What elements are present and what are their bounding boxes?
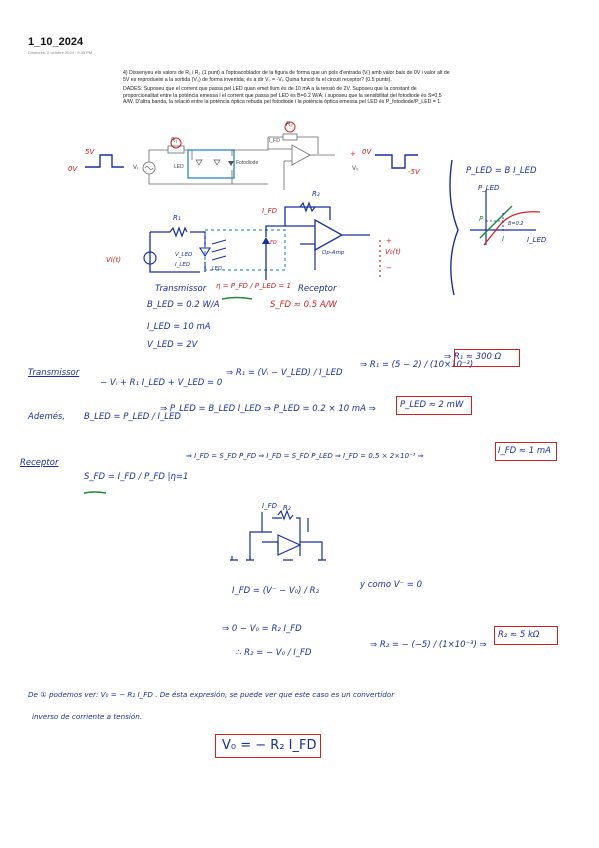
- eta-underline: [221, 296, 253, 300]
- vi-label: Vᵢ: [133, 165, 138, 171]
- graph-formula: P_LED = B I_LED: [466, 166, 537, 176]
- in-low-label: 0V: [68, 165, 78, 173]
- graph-slope: B=0.2: [508, 221, 524, 227]
- r1-label: R₁: [171, 138, 178, 144]
- s2-vled: V_LED: [175, 252, 193, 258]
- s2-fd: FD: [270, 240, 277, 246]
- sol-transmitter-head: Transmissor: [28, 368, 80, 378]
- s2-led: LED: [212, 266, 222, 272]
- sol-step1: ⇒ 0 − V₀ = R₂ I_FD: [222, 624, 302, 634]
- sol-b-def: B_LED = P_LED / I_LED: [84, 412, 181, 422]
- plus-label: +: [350, 150, 356, 158]
- problem-question: 4) Dissenyeu els valors de R₁ i R₂ (1 pu…: [123, 70, 450, 83]
- sol-r1-num: ⇒ R₁ = (5 − 2) / (10×10⁻³): [360, 360, 474, 370]
- s2-r2: R₂: [312, 190, 320, 198]
- ifd-answer-box: [495, 442, 557, 461]
- in-high-label: 5V: [85, 148, 95, 156]
- s2-vi: Vi(t): [106, 256, 121, 264]
- final-answer-box: [215, 734, 321, 758]
- sol-r2-ans: R₂ ≈ 5 kΩ: [498, 630, 540, 640]
- sol-receptor-head: Receptor: [20, 458, 59, 468]
- sol-ifd-eq: I_FD = (V⁻ − V₀) / R₂: [232, 586, 319, 596]
- graph-y-label: P_LED: [478, 184, 500, 192]
- out-high-label: 0V: [362, 148, 372, 156]
- graph-p-mark: P: [479, 215, 484, 223]
- sol-r1-expr: ⇒ R₁ = (Vᵢ − V_LED) / I_LED: [226, 368, 343, 378]
- sol-final: V₀ = − R₂ I_FD: [222, 738, 317, 753]
- problem-statement: 4) Dissenyeu els valors de R₁ i R₂ (1 pu…: [123, 70, 453, 109]
- s2-plus: +: [386, 237, 392, 245]
- s2-opamp: Op-Amp: [322, 250, 345, 256]
- led-label: LED: [174, 164, 184, 170]
- s2-bled: B_LED = 0.2 W/A: [147, 300, 220, 310]
- page-date: Dimecres, 2 octubre 2024 · 9:35 PM: [28, 50, 93, 55]
- s2-vled-val: V_LED = 2V: [147, 340, 198, 350]
- sol-ademes: Ademés,: [28, 412, 66, 422]
- sol-r1-ans: ⇒ R₁ ≈ 300 Ω: [444, 352, 502, 362]
- s2-transmitter: Transmissor: [155, 284, 207, 294]
- r2-answer-box: [494, 626, 558, 645]
- sol-y-com: y como V⁻ = 0: [360, 580, 423, 590]
- sol-step2-num: ⇒ R₂ = − (−5) / (1×10⁻³) ⇒: [370, 640, 487, 650]
- problem-data: DADES: Suposeu que el corrent que passa …: [123, 86, 442, 106]
- r1-answer-box: [454, 349, 520, 367]
- s2-ifd: I_FD: [262, 207, 277, 215]
- s2-iled-val: I_LED = 10 mA: [147, 322, 211, 332]
- sfd-underline: [83, 491, 107, 494]
- s2-eta: η = P_FD / P_LED = 1: [216, 282, 291, 290]
- s2-vo: V₀(t): [385, 248, 401, 256]
- graph-i-mark: I: [502, 235, 505, 243]
- s2-sfd: S_FD ≈ 0.5 A/W: [270, 300, 337, 310]
- vo-label: V₀: [352, 166, 359, 172]
- sol-sfd-def: S_FD = I_FD / P_FD |η=1: [84, 472, 189, 482]
- sol-ifd-expr: ⇒ I_FD = S_FD P_FD ⇒ I_FD = S_FD P_LED ⇒…: [186, 452, 424, 460]
- ifd-label: I_FD: [269, 138, 280, 144]
- sol-ifd-ans: I_FD ≈ 1 mA: [498, 446, 551, 456]
- sol-pled-expr: ⇒ P_LED = B_LED I_LED ⇒ P_LED = 0.2 × 10…: [160, 404, 376, 414]
- pled-answer-box: [396, 396, 472, 415]
- graph-x-label: I_LED: [527, 236, 547, 244]
- s2-iled: I_LED: [175, 262, 191, 268]
- sol-step2: ∴ R₂ = − V₀ / I_FD: [236, 648, 312, 658]
- s3-r2: R₂: [283, 504, 291, 512]
- sol-conclusion2: inverso de corriente a tensión.: [32, 712, 143, 721]
- s2-receiver: Receptor: [298, 284, 337, 294]
- r2-label: R₂: [286, 122, 293, 128]
- fotodiode-label: Fotodiode: [236, 160, 259, 166]
- sol-conclusion1: De ① podemos ver: V₀ = − R₂ I_FD . De és…: [28, 690, 395, 699]
- page-title: 1_10_2024: [28, 36, 84, 48]
- sol-pled-ans: P_LED ≈ 2 mW: [400, 400, 464, 410]
- s3-ifd: I_FD: [262, 502, 277, 510]
- out-low-label: -5V: [408, 168, 420, 176]
- sol-kvl: − Vᵢ + R₁ I_LED + V_LED = 0: [100, 378, 223, 388]
- s2-r1: R₁: [173, 214, 181, 222]
- s2-minus: −: [386, 264, 392, 272]
